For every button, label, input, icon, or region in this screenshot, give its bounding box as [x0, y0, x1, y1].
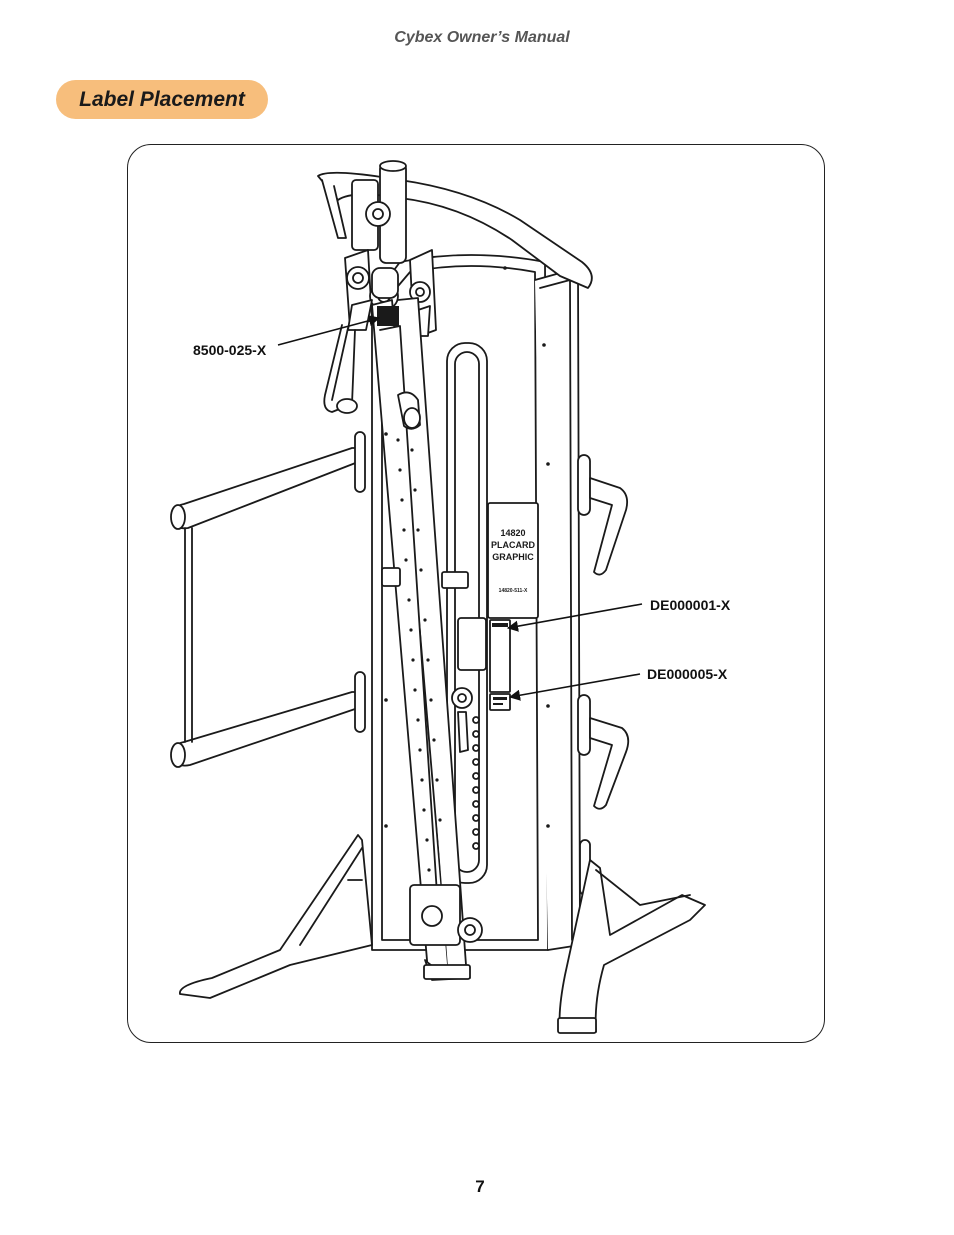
placard-line-1: 14820 — [500, 528, 525, 538]
placard-text: 14820 PLACARD GRAPHIC 14820-511-X — [491, 528, 535, 594]
placard-panel — [487, 502, 539, 619]
arm-adjust-holes — [396, 438, 442, 872]
left-stirrup-handle — [323, 324, 358, 414]
callout-label-de000005: DE000005-X — [647, 666, 728, 682]
housing-rivets — [384, 266, 550, 828]
placard-line-3: GRAPHIC — [492, 552, 534, 562]
placard-part-number: 14820-511-X — [499, 588, 528, 594]
label-8500-025 — [377, 306, 399, 326]
callout-label-de000001: DE000001-X — [650, 597, 731, 613]
left-grip-bars — [170, 431, 366, 768]
placard-line-2: PLACARD — [491, 540, 535, 550]
callout-label-8500-025: 8500-025-X — [193, 342, 267, 358]
right-grip-bars — [577, 454, 630, 896]
leader-de000001 — [506, 603, 643, 632]
label-de000005 — [489, 693, 511, 711]
section-title: Label Placement — [56, 80, 268, 119]
figure-frame — [127, 144, 825, 1043]
leader-de000005 — [508, 673, 641, 701]
running-header: Cybex Owner’s Manual — [394, 29, 570, 46]
weight-selector-holes — [472, 716, 480, 850]
base-legs — [179, 834, 706, 1034]
leader-8500-025 — [277, 315, 381, 346]
adjustable-arm — [371, 297, 483, 981]
page-number: 7 — [475, 1177, 485, 1196]
label-de000001 — [489, 619, 511, 693]
